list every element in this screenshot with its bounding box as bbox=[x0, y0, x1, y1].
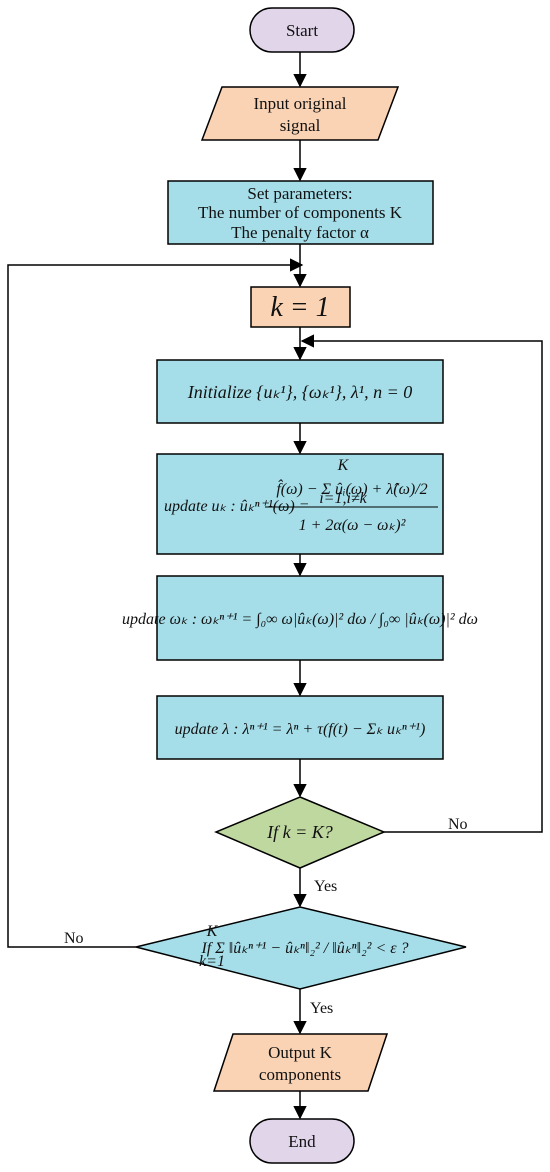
update-u-prefix: update uₖ : ûₖⁿ⁺¹(ω) = bbox=[164, 498, 310, 515]
k-init-node: k = 1 bbox=[250, 286, 351, 328]
update-u-numerator: f̂(ω) − Σ ûᵢ(ω) + λ̂(ω)/2 bbox=[276, 479, 427, 498]
input-node: Input original signal bbox=[200, 86, 400, 141]
input-label-line1: Input original bbox=[253, 94, 346, 113]
parameters-line2: The number of components K bbox=[198, 203, 403, 222]
decision2-no-label: No bbox=[64, 930, 84, 947]
decision2-sum-bottom: k=1 bbox=[199, 953, 225, 970]
update-omega-label: update ωₖ : ωₖⁿ⁺¹ = ∫₀∞ ω|ûₖ(ω)|² dω / ∫… bbox=[122, 611, 478, 629]
decision2-yes-label: Yes bbox=[310, 1000, 333, 1017]
parameters-line3: The penalty factor α bbox=[231, 223, 369, 242]
start-node: Start bbox=[249, 7, 355, 53]
decision2-sum-top: K bbox=[206, 923, 219, 940]
update-u-sum-top: K bbox=[337, 457, 350, 474]
parameters-node: Set parameters: The number of components… bbox=[167, 180, 434, 245]
update-omega-node: update ωₖ : ωₖⁿ⁺¹ = ∫₀∞ ω|ûₖ(ω)|² dω / ∫… bbox=[122, 575, 478, 661]
decision1-label: If k = K? bbox=[266, 822, 333, 842]
initialize-label: Initialize {uₖ¹}, {ωₖ¹}, λ¹, n = 0 bbox=[187, 382, 412, 402]
input-label-line2: signal bbox=[280, 116, 321, 135]
update-u-denominator: 1 + 2α(ω − ωₖ)² bbox=[299, 517, 407, 534]
decision-convergence: If Σ ‖ûₖⁿ⁺¹ − ûₖⁿ‖₂² / ‖ûₖⁿ‖₂² < ε ? K k… bbox=[135, 906, 467, 990]
start-label: Start bbox=[286, 21, 318, 40]
initialize-node: Initialize {uₖ¹}, {ωₖ¹}, λ¹, n = 0 bbox=[156, 359, 444, 424]
update-u-sum-bottom: i=1,i≠k bbox=[319, 490, 367, 507]
arrow-decision2-no-loop bbox=[7, 258, 304, 948]
end-node: End bbox=[249, 1118, 355, 1164]
update-lambda-label: update λ : λⁿ⁺¹ = λⁿ + τ(f(t) − Σₖ uₖⁿ⁺¹… bbox=[175, 721, 426, 738]
update-lambda-node: update λ : λⁿ⁺¹ = λⁿ + τ(f(t) − Σₖ uₖⁿ⁺¹… bbox=[156, 695, 444, 760]
decision-k-equals-K: If k = K? bbox=[214, 796, 386, 869]
k-init-label: k = 1 bbox=[270, 292, 329, 323]
decision1-yes-label: Yes bbox=[314, 878, 337, 895]
parameters-line1: Set parameters: bbox=[247, 184, 352, 203]
decision2-label: If Σ ‖ûₖⁿ⁺¹ − ûₖⁿ‖₂² / ‖ûₖⁿ‖₂² < ε ? bbox=[200, 940, 408, 957]
output-label-line2: components bbox=[259, 1065, 341, 1084]
end-label: End bbox=[288, 1132, 316, 1151]
update-u-node: update uₖ : ûₖⁿ⁺¹(ω) = K f̂(ω) − Σ ûᵢ(ω)… bbox=[156, 453, 444, 555]
output-node: Output K components bbox=[212, 1033, 389, 1092]
output-label-line1: Output K bbox=[268, 1043, 332, 1062]
arrow-decision1-no-loop bbox=[300, 334, 543, 833]
decision1-no-label: No bbox=[448, 816, 468, 833]
